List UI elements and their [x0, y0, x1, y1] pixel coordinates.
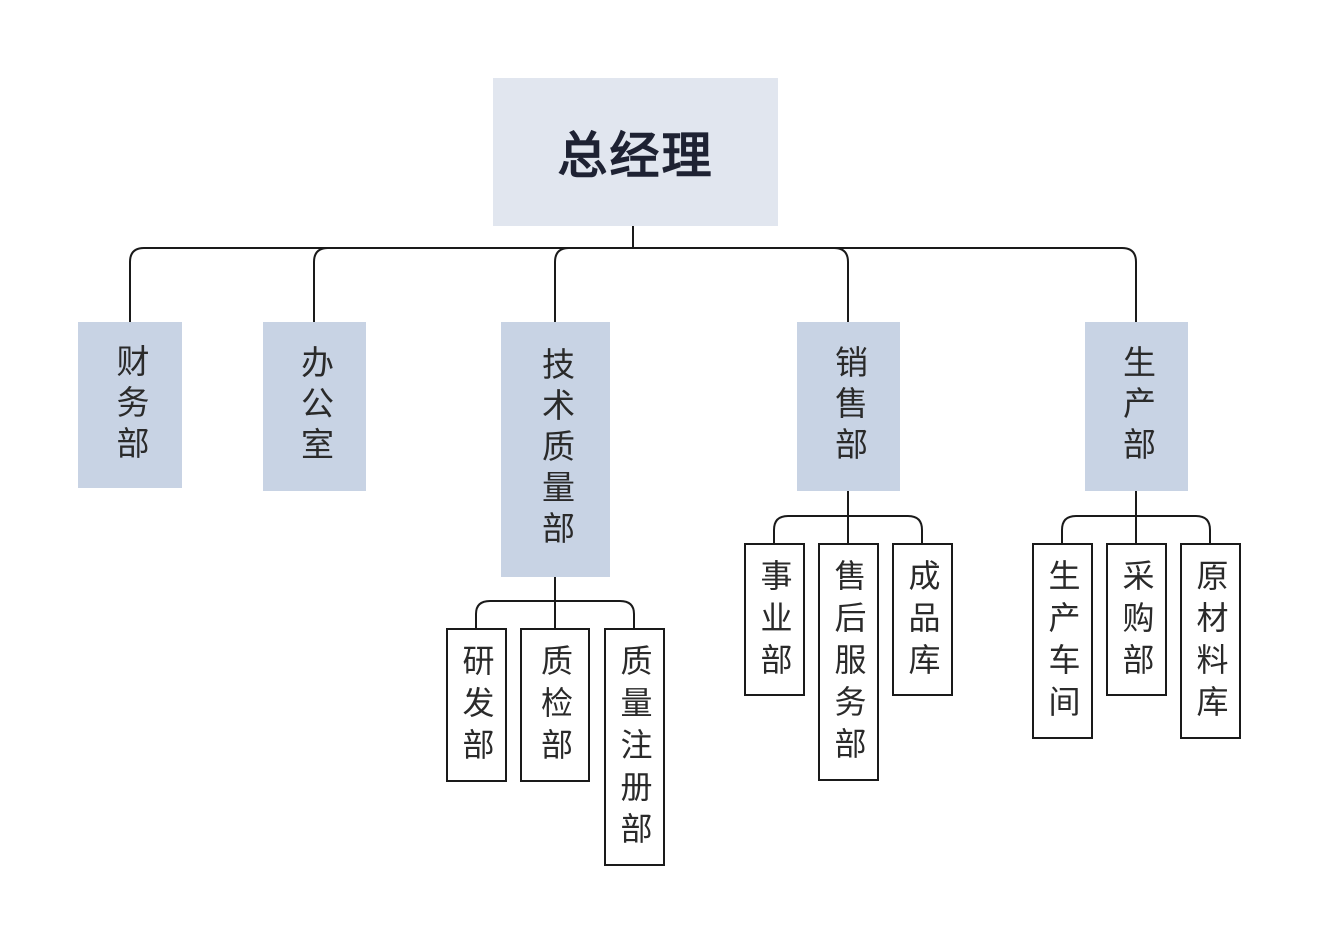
dept-label: 技术质量部 [536, 347, 576, 552]
sub-node-business: 事业部 [744, 543, 805, 696]
drop-tech-line [554, 247, 570, 322]
sub-label: 采购部 [1117, 559, 1156, 685]
sub-label: 质检部 [536, 644, 574, 770]
dept-label: 销售部 [829, 345, 869, 468]
sub-label: 研发部 [457, 644, 496, 770]
dept-node-office: 办公室 [263, 322, 366, 491]
prod-sub-bus-line [1061, 515, 1211, 543]
sub-node-quality-registration: 质量注册部 [604, 628, 665, 866]
drop-sales-line [833, 247, 849, 322]
sub-label: 成品库 [903, 559, 942, 685]
sub-node-finished-goods: 成品库 [892, 543, 953, 696]
dept-node-sales: 销售部 [797, 322, 900, 491]
drop-office-line [313, 247, 329, 322]
dept-label: 财务部 [111, 343, 150, 467]
sub-node-workshop: 生产车间 [1032, 543, 1093, 739]
sub-label: 事业部 [755, 559, 794, 685]
dept-label: 办公室 [295, 345, 335, 468]
sub-label: 原材料库 [1191, 559, 1230, 727]
sub-node-raw-materials: 原材料库 [1180, 543, 1241, 739]
tech-sub-bus-line [475, 600, 635, 628]
root-node-general-manager: 总经理 [493, 78, 778, 226]
sub-node-quality-inspection: 质检部 [520, 628, 590, 782]
top-bus-line [129, 247, 1137, 322]
sub-label: 生产车间 [1043, 559, 1082, 727]
sub-node-purchasing: 采购部 [1106, 543, 1167, 696]
sub-label: 售后服务部 [829, 559, 868, 769]
sub-node-after-sales: 售后服务部 [818, 543, 879, 781]
dept-label: 生产部 [1117, 345, 1157, 468]
dept-node-finance: 财务部 [78, 322, 182, 488]
sub-node-rd: 研发部 [446, 628, 507, 782]
dept-node-tech-quality: 技术质量部 [501, 322, 610, 577]
sub-label: 质量注册部 [615, 644, 654, 854]
root-label: 总经理 [557, 127, 714, 185]
dept-node-production: 生产部 [1085, 322, 1188, 491]
sales-sub-bus-line [773, 515, 923, 543]
